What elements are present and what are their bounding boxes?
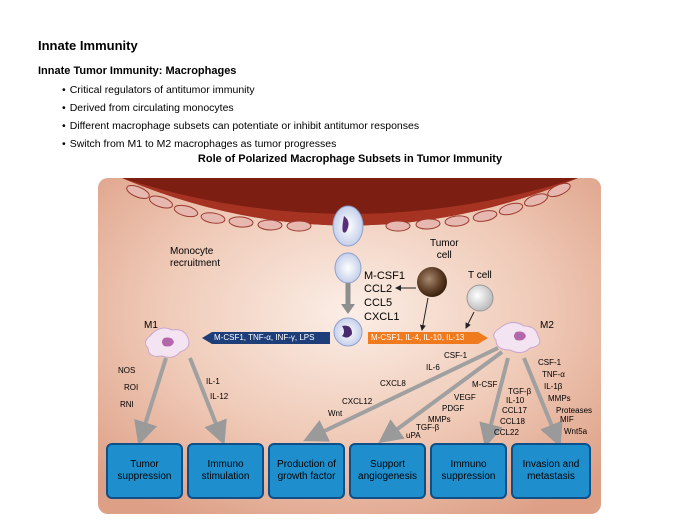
macrophage-diagram: Monocyte recruitment Tumor cell T cell M… (98, 178, 601, 514)
factor-vegf: VEGF (454, 393, 476, 402)
tumor-cell (417, 267, 447, 297)
endothelial-cells (126, 182, 571, 232)
invasion-factor: Proteases (556, 406, 593, 415)
monocyte-cell (332, 205, 364, 284)
chemokine-mcsf1: M-CSF1 (364, 270, 405, 282)
m2-macrophage (493, 322, 541, 354)
slide-subtitle: Innate Tumor Immunity: Macrophages (38, 65, 237, 77)
chemokine-cxcl1: CXCL1 (364, 311, 400, 323)
suppression-factor: CCL17 (502, 406, 527, 415)
tcell-to-m2-arrow (465, 311, 475, 329)
m1-to-tumor-suppression-arrow (134, 357, 168, 446)
factor-il12: IL-12 (210, 392, 229, 401)
factor-pdgf: PDGF (442, 404, 465, 413)
factor-upa: uPA (406, 431, 421, 440)
t-cell-label: T cell (468, 270, 492, 281)
monocyte-recruitment-label: Monocyte recruitment (170, 246, 221, 269)
factor-nos: NOS (118, 366, 136, 375)
chemokine-ccl5: CCL5 (364, 297, 393, 309)
invasion-factor: MIF (560, 415, 574, 424)
m1-banner-text: M-CSF1, TNF-α, INF-γ, LPS (214, 333, 315, 342)
slide-title: Innate Immunity (38, 38, 138, 53)
factor-mmps: MMPs (428, 415, 451, 424)
suppression-factor: TGF-β (508, 387, 532, 396)
factor-il1: IL-1 (206, 377, 220, 386)
m2-to-angiogenesis-arrow (378, 350, 504, 444)
invasion-factor: Wnt5a (564, 427, 588, 436)
m2-label: M2 (540, 320, 554, 331)
outcome-invasion-metastasis: Invasion and metastasis (511, 443, 591, 499)
factor-tgfb: TGF-β (416, 423, 440, 432)
m2-to-immunosuppression-arrow (479, 357, 510, 448)
m2-to-invasion-arrow (522, 357, 563, 448)
invasion-factor: IL-1β (544, 382, 563, 391)
bullet-item: Different macrophage subsets can potenti… (62, 117, 419, 135)
invasion-factor: TNF-α (542, 370, 565, 379)
outcome-immunosuppression: Immuno suppression (430, 443, 507, 499)
t-cell (466, 284, 494, 312)
m2-signal-banner (368, 332, 488, 344)
bullet-item: Derived from circulating monocytes (62, 99, 419, 117)
m1-to-immunostimulation-arrow (188, 357, 227, 446)
bullet-item: Critical regulators of antitumor immunit… (62, 81, 419, 99)
factor-il6: IL-6 (426, 363, 440, 372)
factor-roi: ROI (124, 383, 139, 392)
suppression-factor: CCL22 (494, 428, 519, 437)
outcome-arrows (134, 346, 563, 448)
factor-rni: RNI (120, 400, 134, 409)
factor-csf1: CSF-1 (444, 351, 468, 360)
m2-to-growth-factor-arrow (303, 346, 499, 442)
factor-mcsf: M-CSF (472, 380, 498, 389)
m1-signal-banner (202, 332, 330, 344)
tumor-to-m2-arrow (419, 297, 429, 331)
m1-macrophage (144, 327, 190, 358)
suppression-factor: IL-10 (506, 396, 525, 405)
recruitment-arrow-head (341, 304, 355, 314)
outcome-growth-factor: Production of growth factor (268, 443, 345, 499)
factor-cxcl12: CXCL12 (342, 397, 373, 406)
bullet-item: Switch from M1 to M2 macrophages as tumo… (62, 135, 419, 153)
invasion-factor: CSF-1 (538, 358, 562, 367)
m2-banner-text: M-CSF1, IL-4, IL-10, IL-13 (371, 333, 465, 342)
chemokine-ccl2: CCL2 (364, 283, 393, 295)
factor-wnt: Wnt (328, 409, 343, 418)
vessel-wall (122, 178, 578, 226)
outcome-immunostimulation: Immuno stimulation (187, 443, 264, 499)
diagram-title: Role of Polarized Macrophage Subsets in … (197, 153, 503, 165)
m1-label: M1 (144, 320, 158, 331)
suppression-factor: CCL18 (500, 417, 525, 426)
outcome-tumor-suppression: Tumor suppression (106, 443, 183, 499)
macrophage-cell (333, 317, 363, 347)
diagram-canvas (98, 178, 601, 514)
factor-cxcl8: CXCL8 (380, 379, 406, 388)
invasion-factor: MMPs (548, 394, 571, 403)
bullet-list: Critical regulators of antitumor immunit… (62, 81, 419, 153)
tumor-cell-label: Tumor cell (430, 238, 459, 261)
outcome-angiogenesis: Support angiogenesis (349, 443, 426, 499)
